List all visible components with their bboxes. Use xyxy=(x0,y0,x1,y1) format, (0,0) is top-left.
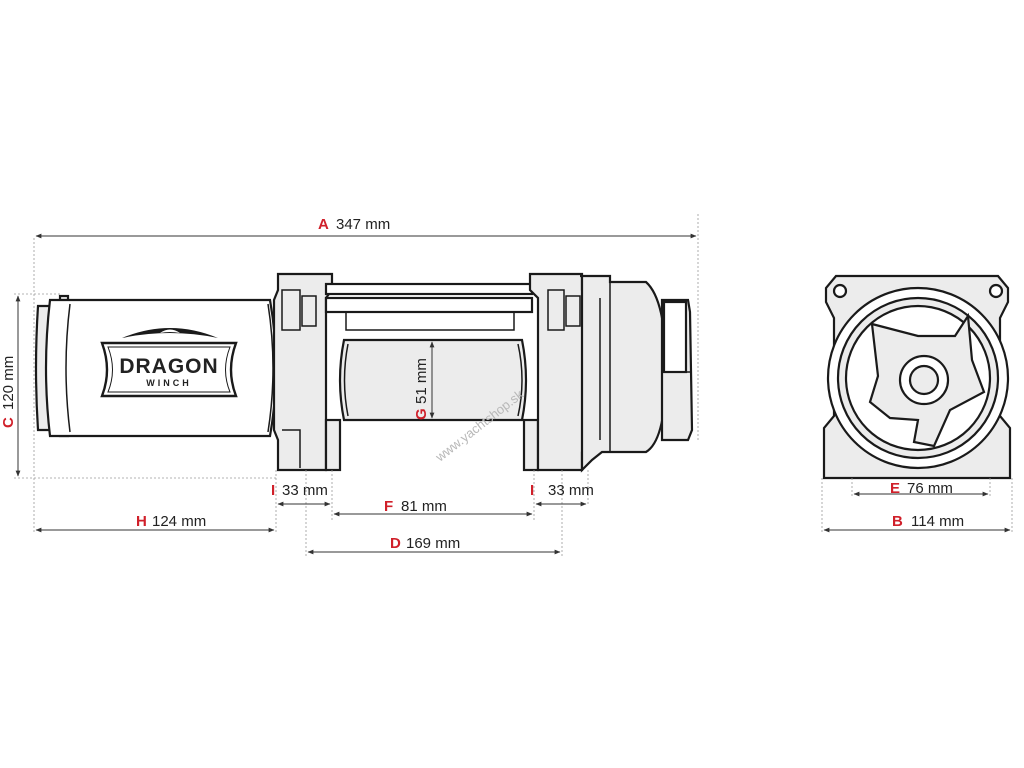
gearbox-housing xyxy=(580,274,668,473)
dim-c-letter: C xyxy=(0,417,17,428)
left-end-plate xyxy=(272,272,334,472)
dim-g-value: 51 mm xyxy=(413,358,430,404)
dim-h-letter: H xyxy=(136,513,147,530)
dim-e-letter: E xyxy=(890,480,900,497)
dim-c-value: 120 mm xyxy=(0,356,17,410)
dim-f-letter: F xyxy=(384,498,393,515)
dim-f-value: 81 mm xyxy=(401,498,447,515)
dim-h-value: 124 mm xyxy=(152,513,206,530)
hub-inner xyxy=(908,364,940,396)
logo-sub-text: WINCH xyxy=(146,378,192,388)
dim-i-right-letter: I xyxy=(530,482,534,499)
dim-a-letter: A xyxy=(318,216,329,233)
tie-bars xyxy=(324,282,534,331)
right-end-plate xyxy=(528,272,590,472)
dragon-winch-logo: DRAGON WINCH xyxy=(100,328,238,398)
dim-i-left-letter: I xyxy=(271,482,275,499)
dim-b-value: 114 mm xyxy=(911,513,964,530)
winch-front-view xyxy=(822,274,1012,480)
dim-i-left-value: 33 mm xyxy=(282,482,328,499)
bolt-hole-top-left xyxy=(832,283,848,299)
dim-d-value: 169 mm xyxy=(406,535,460,552)
right-base-foot xyxy=(522,418,540,472)
clutch-knob xyxy=(660,298,694,442)
dim-b-letter: B xyxy=(892,513,903,530)
left-base-foot xyxy=(324,418,342,472)
logo-main-text: DRAGON xyxy=(119,355,218,378)
dimension-annotations: A 347 mm C 120 mm G 51 mm I 33 mm I 33 m… xyxy=(0,214,1013,556)
dim-e-value: 76 mm xyxy=(907,480,953,497)
dim-a-value: 347 mm xyxy=(336,216,390,233)
bolt-hole-top-right xyxy=(988,283,1004,299)
winch-side-view: DRAGON WINCH xyxy=(34,272,694,473)
dim-g-letter: G xyxy=(413,408,430,420)
dim-d-letter: D xyxy=(390,535,401,552)
dim-i-right-value: 33 mm xyxy=(548,482,594,499)
